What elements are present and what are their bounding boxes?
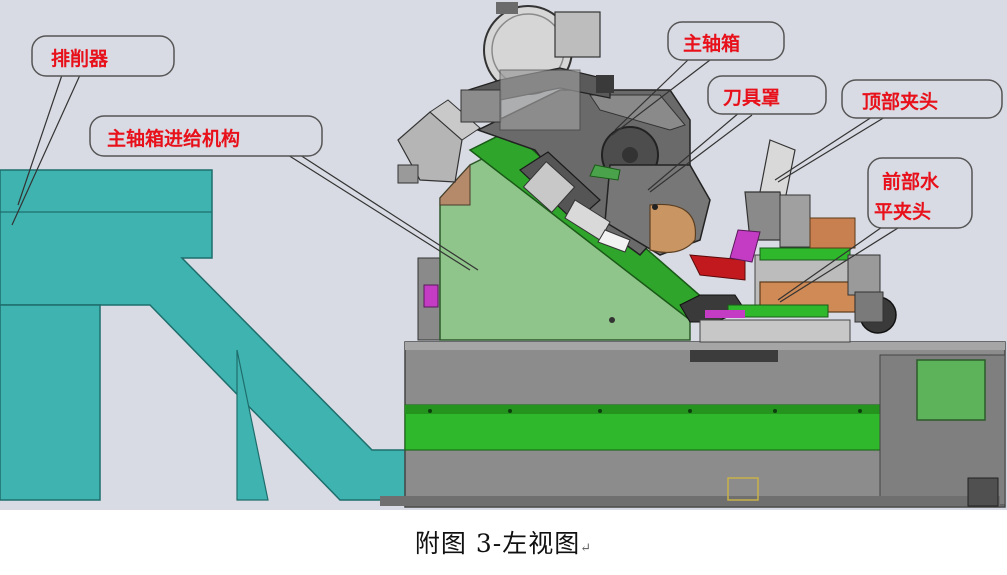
label-top-clamp: 顶部夹头 bbox=[862, 90, 938, 113]
callout-front-clamp: 前部水 平夹头 bbox=[867, 157, 973, 229]
label-spindle-feed: 主轴箱进给机构 bbox=[107, 127, 240, 150]
figure-caption: 附图 3-左视图↵ bbox=[0, 524, 1007, 560]
machine-base bbox=[380, 341, 1006, 508]
callout-top-clamp: 顶部夹头 bbox=[841, 79, 1003, 119]
callout-chip-remover: 排削器 bbox=[31, 35, 175, 77]
label-chip-remover: 排削器 bbox=[51, 47, 109, 70]
spindle-tool bbox=[519, 151, 631, 253]
label-front-clamp-line1: 前部水 bbox=[882, 170, 940, 193]
callout-tool-cover: 刀具罩 bbox=[707, 75, 827, 115]
label-front-clamp-line2: 平夹头 bbox=[874, 201, 931, 223]
feed-motor bbox=[397, 99, 481, 184]
callout-spindle-box: 主轴箱 bbox=[667, 21, 785, 61]
callout-leaders bbox=[11, 57, 899, 303]
top-clamp bbox=[729, 139, 856, 263]
callout-spindle-feed: 主轴箱进给机构 bbox=[89, 115, 323, 157]
caption-text: 附图 3-左视图 bbox=[414, 529, 581, 558]
left-view-diagram: 排削器 主轴箱进给机构 主轴箱 刀具罩 顶部夹头 前部水 平夹头 bbox=[0, 0, 1007, 510]
label-spindle-box: 主轴箱 bbox=[683, 32, 740, 55]
label-tool-cover: 刀具罩 bbox=[723, 87, 780, 109]
work-fixture bbox=[679, 247, 897, 343]
tool-cover bbox=[604, 164, 711, 256]
paragraph-mark: ↵ bbox=[580, 541, 593, 556]
